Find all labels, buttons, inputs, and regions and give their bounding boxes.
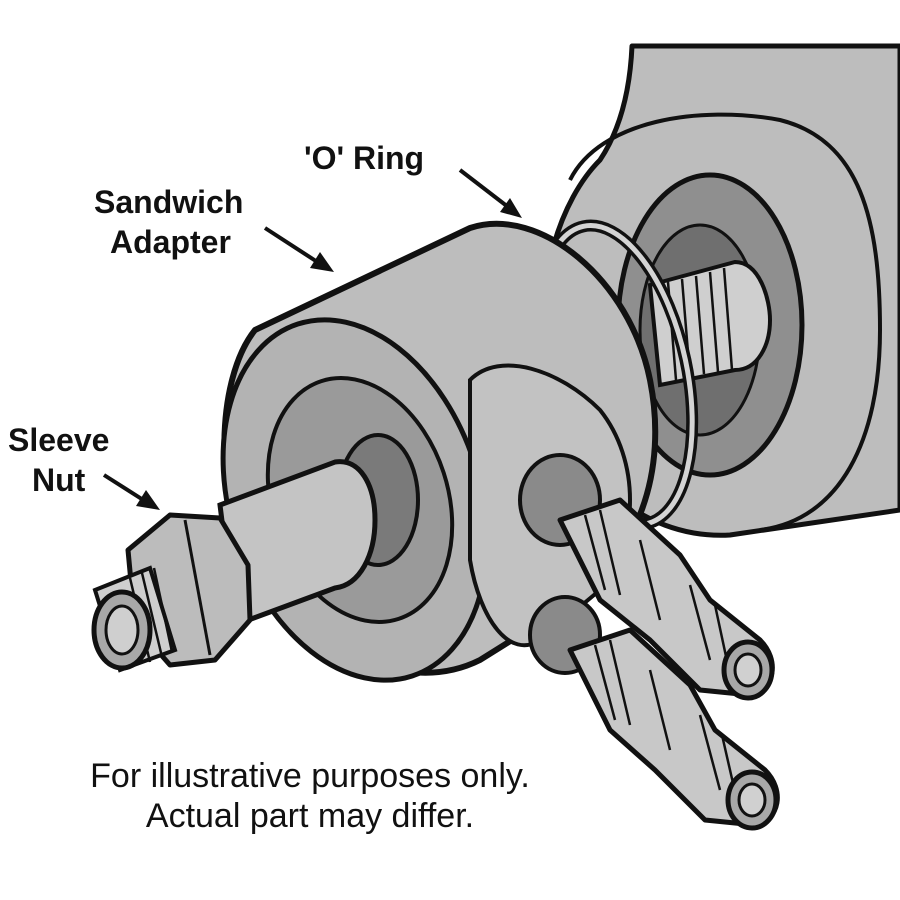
sandwich-adapter-label-line1: Sandwich (94, 184, 244, 220)
disclaimer-caption: For illustrative purposes only. Actual p… (40, 756, 580, 836)
o-ring-label-text: 'O' Ring (304, 140, 425, 176)
sleeve-nut-label: Sleeve Nut (8, 420, 109, 500)
callout-arrows (102, 168, 522, 510)
sleeve-nut (91, 459, 378, 673)
disclaimer-line1: For illustrative purposes only. (90, 757, 530, 795)
adapter-arrow (263, 226, 324, 267)
disclaimer-line2: Actual part may differ. (145, 797, 475, 835)
sleeve-nut-label-line2: Nut (32, 462, 86, 498)
sandwich-adapter-label: Sandwich Adapter (94, 182, 243, 262)
sandwich-adapter-label-line2: Adapter (110, 224, 231, 260)
sleeve-nut-arrow (102, 473, 150, 505)
threaded-stud (647, 259, 773, 388)
adapter-body (220, 220, 659, 683)
upper-hose-fitting (557, 497, 775, 701)
sleeve-nut-label-line1: Sleeve (8, 422, 110, 458)
o-ring-arrow (458, 168, 514, 212)
o-ring-label: 'O' Ring (304, 138, 424, 178)
lower-hose-fitting (567, 627, 780, 831)
